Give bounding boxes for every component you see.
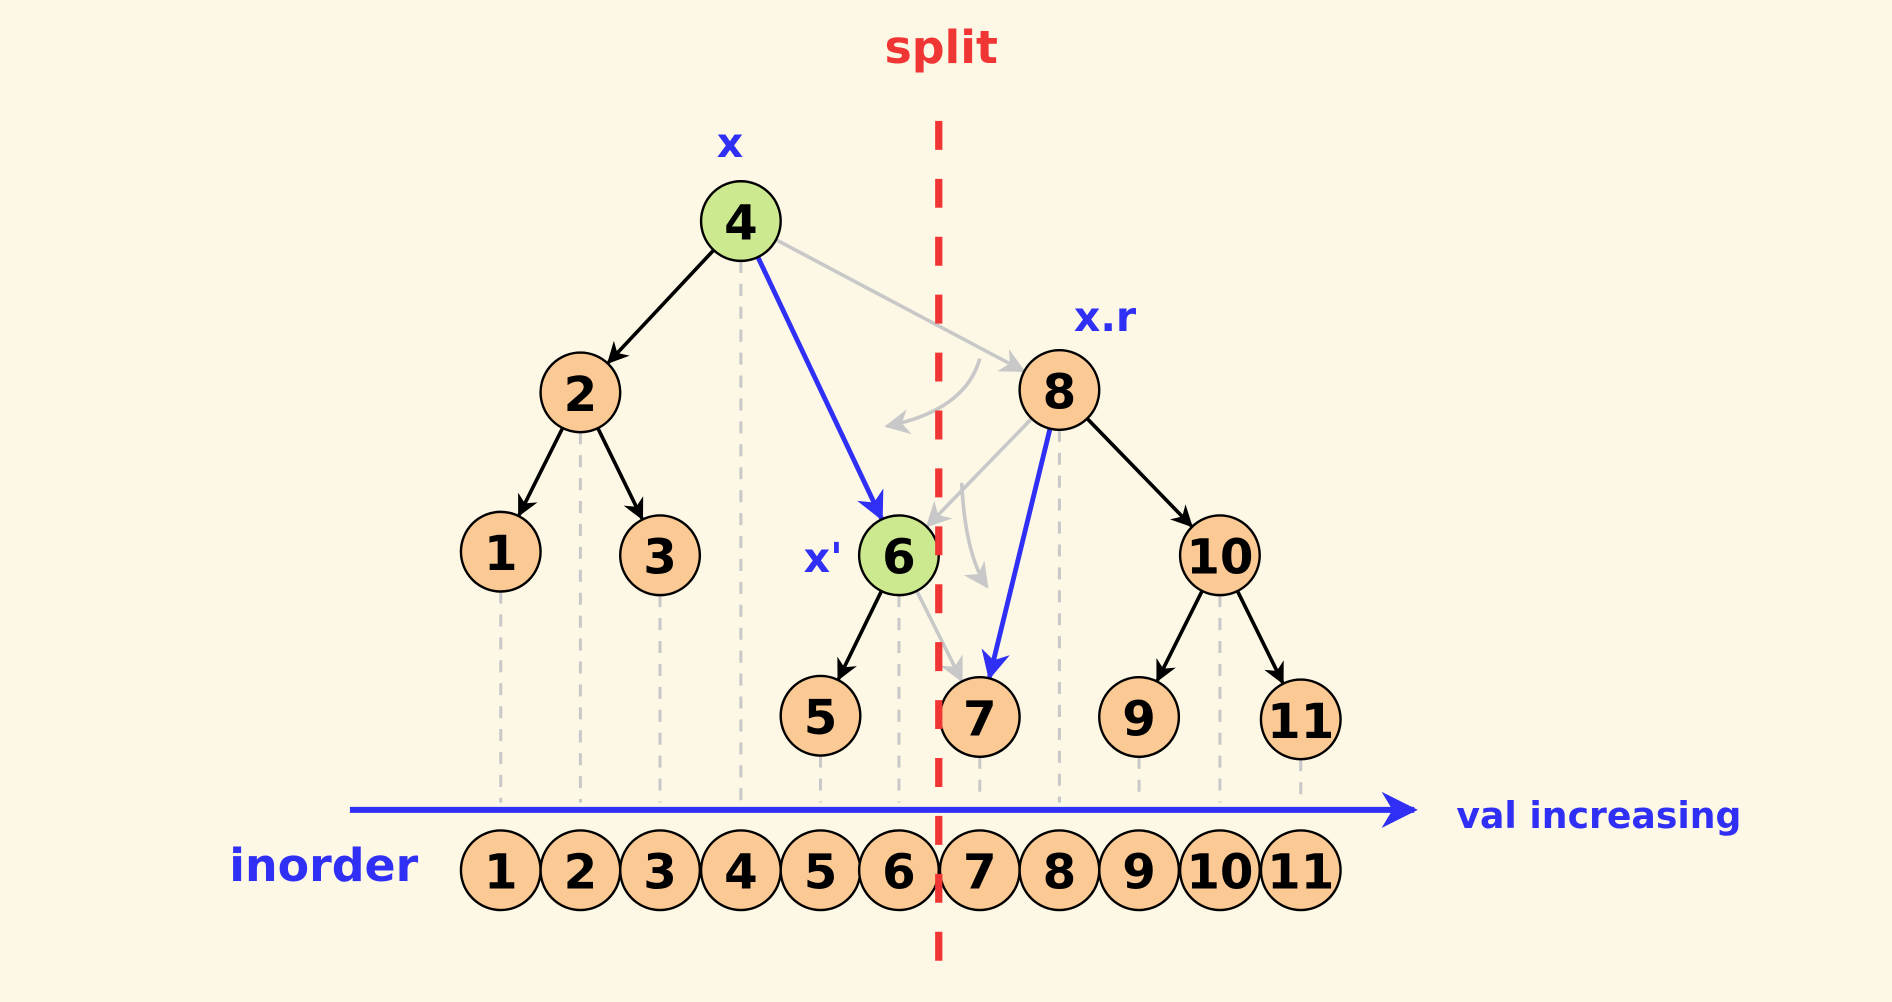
node-circle bbox=[1178, 514, 1261, 597]
split-title: split bbox=[884, 20, 997, 74]
node-label: 10 bbox=[1186, 530, 1253, 586]
tree-node-1: 1 bbox=[459, 510, 542, 593]
node-label: 5 bbox=[804, 690, 838, 746]
tree-edges bbox=[517, 238, 1285, 685]
node-label: 9 bbox=[1122, 691, 1156, 747]
inorder-label: inorder bbox=[229, 838, 418, 892]
inorder-node-11: 11 bbox=[1259, 829, 1342, 912]
node-circle bbox=[699, 180, 782, 263]
blue-edge-8-7 bbox=[981, 428, 1053, 680]
node-label: 11 bbox=[1267, 845, 1334, 901]
tree-node-9: 9 bbox=[1098, 675, 1181, 759]
edge-4-2 bbox=[606, 248, 715, 365]
tree-node-7: 7 bbox=[938, 675, 1021, 759]
node-label: 4 bbox=[724, 845, 758, 901]
rotation-arrow-left bbox=[884, 358, 982, 435]
node-circle bbox=[459, 510, 542, 593]
inorder-node-3: 3 bbox=[619, 829, 702, 912]
node-label: 3 bbox=[643, 845, 677, 901]
inorder-node-9: 9 bbox=[1098, 829, 1181, 912]
inorder-node-4: 4 bbox=[699, 829, 782, 912]
guide-lines bbox=[499, 260, 1303, 803]
edge-8-10 bbox=[1085, 417, 1193, 528]
node-label: 8 bbox=[1043, 845, 1077, 901]
tree-node-11: 11 bbox=[1259, 678, 1342, 761]
rotation-arrow-down bbox=[959, 482, 989, 589]
tree-node-10: 10 bbox=[1178, 514, 1261, 597]
label-x-r: x.r bbox=[1074, 293, 1137, 341]
node-circle bbox=[1018, 348, 1101, 432]
inorder-node-6: 6 bbox=[857, 829, 940, 912]
tree-node-6: 6 bbox=[857, 514, 940, 597]
node-circle bbox=[539, 351, 622, 434]
node-label: 10 bbox=[1186, 845, 1253, 901]
inorder-node-8: 8 bbox=[1018, 829, 1101, 912]
node-label: 3 bbox=[643, 530, 677, 586]
tree-node-4: 4 bbox=[699, 180, 782, 263]
node-label: 6 bbox=[882, 845, 916, 901]
blue-edge-4-6 bbox=[755, 256, 884, 521]
node-label: 5 bbox=[804, 845, 838, 901]
tree-nodes: 4 2 8 1 3 6 10 5 7 9 11 bbox=[459, 180, 1342, 761]
inorder-node-2: 2 bbox=[539, 829, 622, 912]
node-label: 6 bbox=[882, 530, 916, 586]
node-label: 11 bbox=[1267, 694, 1334, 750]
node-label: 2 bbox=[564, 367, 598, 423]
axis-label: val increasing bbox=[1456, 794, 1741, 837]
tree-node-5: 5 bbox=[779, 674, 862, 757]
edge-10-9 bbox=[1155, 590, 1204, 683]
edge-6-5 bbox=[836, 590, 884, 681]
inorder-node-7: 7 bbox=[938, 829, 1021, 912]
edge-2-1 bbox=[517, 427, 565, 517]
node-label: 8 bbox=[1043, 364, 1077, 420]
edge-2-3 bbox=[596, 427, 644, 521]
tree-node-2: 2 bbox=[539, 351, 622, 434]
node-label: 9 bbox=[1122, 845, 1156, 901]
node-label: 1 bbox=[484, 845, 518, 901]
inorder-node-5: 5 bbox=[779, 829, 862, 912]
node-label: 4 bbox=[724, 195, 758, 251]
gray-edge-6-7 bbox=[915, 590, 964, 683]
inorder-node-1: 1 bbox=[459, 829, 542, 912]
node-circle bbox=[779, 674, 862, 757]
node-label: 7 bbox=[963, 845, 997, 901]
node-label: 2 bbox=[564, 845, 598, 901]
tree-node-8: 8 bbox=[1018, 348, 1101, 432]
node-circle bbox=[1259, 678, 1342, 761]
node-circle bbox=[1098, 675, 1181, 759]
node-label: 1 bbox=[484, 526, 518, 582]
gray-edge-4-8 bbox=[775, 238, 1026, 373]
inorder-node-10: 10 bbox=[1178, 829, 1261, 912]
node-circle bbox=[1259, 829, 1342, 912]
gray-edge-8-6 bbox=[925, 417, 1033, 528]
edge-10-11 bbox=[1235, 590, 1285, 685]
tree-node-3: 3 bbox=[619, 514, 702, 597]
label-x: x bbox=[717, 119, 743, 167]
node-label: 7 bbox=[963, 691, 997, 747]
node-circle bbox=[619, 514, 702, 597]
label-x-prime: x' bbox=[804, 534, 843, 582]
